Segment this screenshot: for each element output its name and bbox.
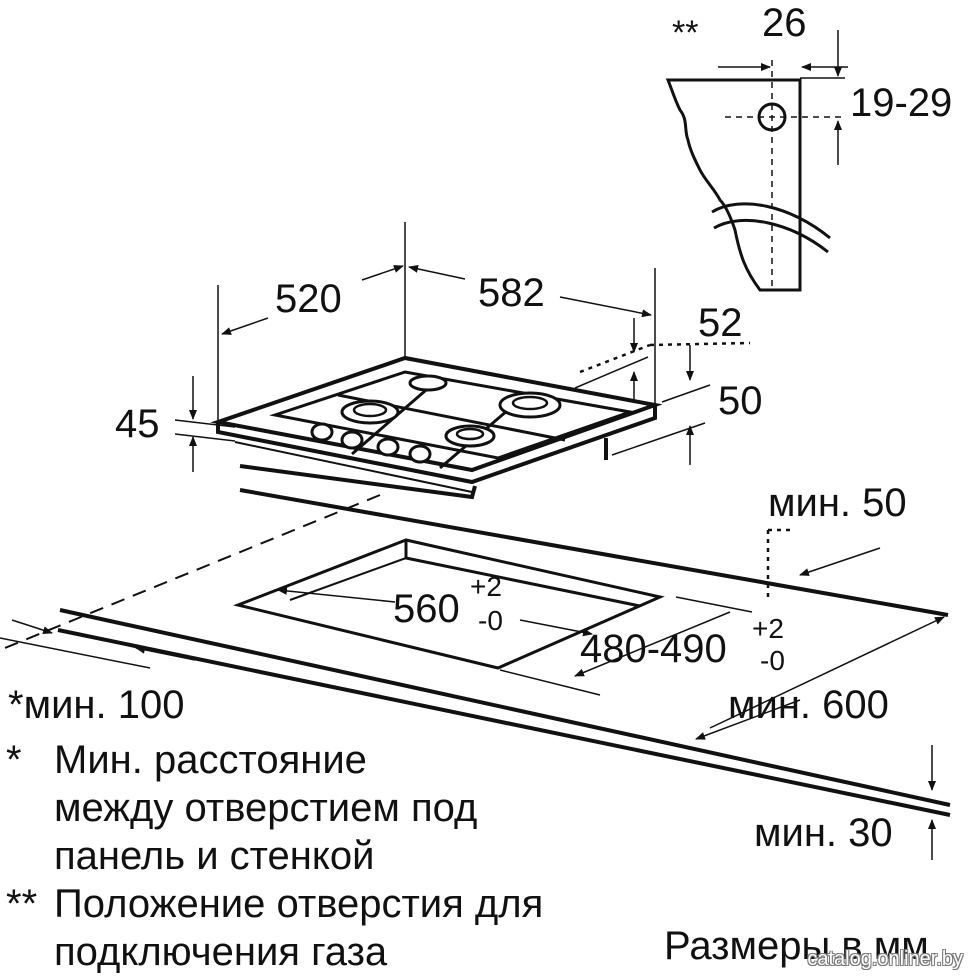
gas-mark-label: ** <box>672 14 698 52</box>
cutout-width-tol-minus: -0 <box>478 605 503 636</box>
footnote-1-line-3: панель и стенкой <box>54 834 375 878</box>
gas-connection-detail <box>665 30 848 292</box>
depth-label: 520 <box>275 277 342 321</box>
units-caption: Размеры в мм <box>664 924 929 968</box>
rear-gap-label: 50 <box>718 379 763 423</box>
hob-outline <box>210 355 663 500</box>
worktop <box>0 488 951 817</box>
footnote-2: ** Положение отверстия для подключения г… <box>6 880 543 976</box>
rear-clearance-label: мин. 50 <box>768 481 907 525</box>
footnote-2-line-1: Положение отверстия для <box>54 882 544 926</box>
rear-offset-label: 52 <box>698 301 743 345</box>
hob-dimension-lines <box>174 222 751 472</box>
footnote-1-line-1: Мин. расстояние <box>54 738 367 782</box>
worktop-dimension-lines <box>0 528 945 860</box>
height-label: 45 <box>115 402 160 446</box>
worktop-thickness-label: мин. 30 <box>754 811 893 855</box>
footnote-1: * Мин. расстояние между отверстием под п… <box>6 736 543 880</box>
footnote-1-line-2: между отверстием под <box>54 786 478 830</box>
footnotes: * Мин. расстояние между отверстием под п… <box>6 736 543 976</box>
footnote-2-line-2: подключения газа <box>54 930 388 974</box>
side-clearance-label: *мин. 100 <box>8 683 184 727</box>
worktop-depth-label: мин. 600 <box>728 683 889 727</box>
cutout-width-tol-plus: +2 <box>470 571 502 602</box>
gas-height-label: 19-29 <box>850 81 952 125</box>
footnote-2-mark: ** <box>6 882 38 926</box>
cutout-depth-label: 480-490 <box>580 627 727 671</box>
cutout-depth-tol-plus: +2 <box>752 613 784 644</box>
watermark: catalog.onliner.by <box>807 948 963 970</box>
footnote-1-mark: * <box>6 738 22 782</box>
width-label: 582 <box>478 271 545 315</box>
gas-offset-label: 26 <box>762 1 807 45</box>
cutout-width-label: 560 <box>393 587 460 631</box>
cutout-depth-tol-minus: -0 <box>760 645 785 676</box>
